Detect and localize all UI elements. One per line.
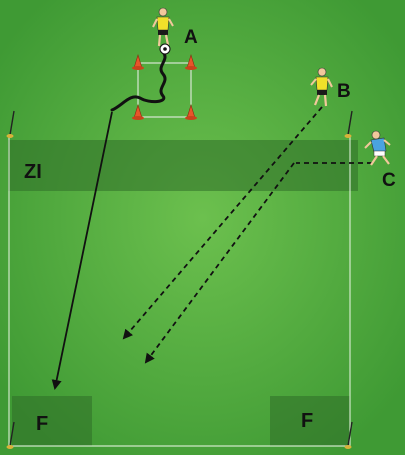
run-arrow-a xyxy=(51,111,113,390)
field-boundary xyxy=(8,136,351,447)
dribble-path xyxy=(110,50,167,112)
run-arrow-b xyxy=(122,106,323,340)
goal-area-right xyxy=(270,396,350,446)
zone-label: ZI xyxy=(24,161,42,183)
player-a-icon xyxy=(152,7,174,47)
ball-icon xyxy=(159,43,171,55)
goal-area-left xyxy=(12,396,92,446)
goal-label-left: F xyxy=(36,413,48,435)
player-b-icon xyxy=(310,67,333,107)
player-c-label: C xyxy=(382,170,396,191)
player-b-label: B xyxy=(337,81,351,102)
zone-band xyxy=(8,140,358,191)
player-c-icon xyxy=(364,130,391,166)
goal-label-right: F xyxy=(301,410,313,432)
player-a-label: A xyxy=(184,27,198,48)
